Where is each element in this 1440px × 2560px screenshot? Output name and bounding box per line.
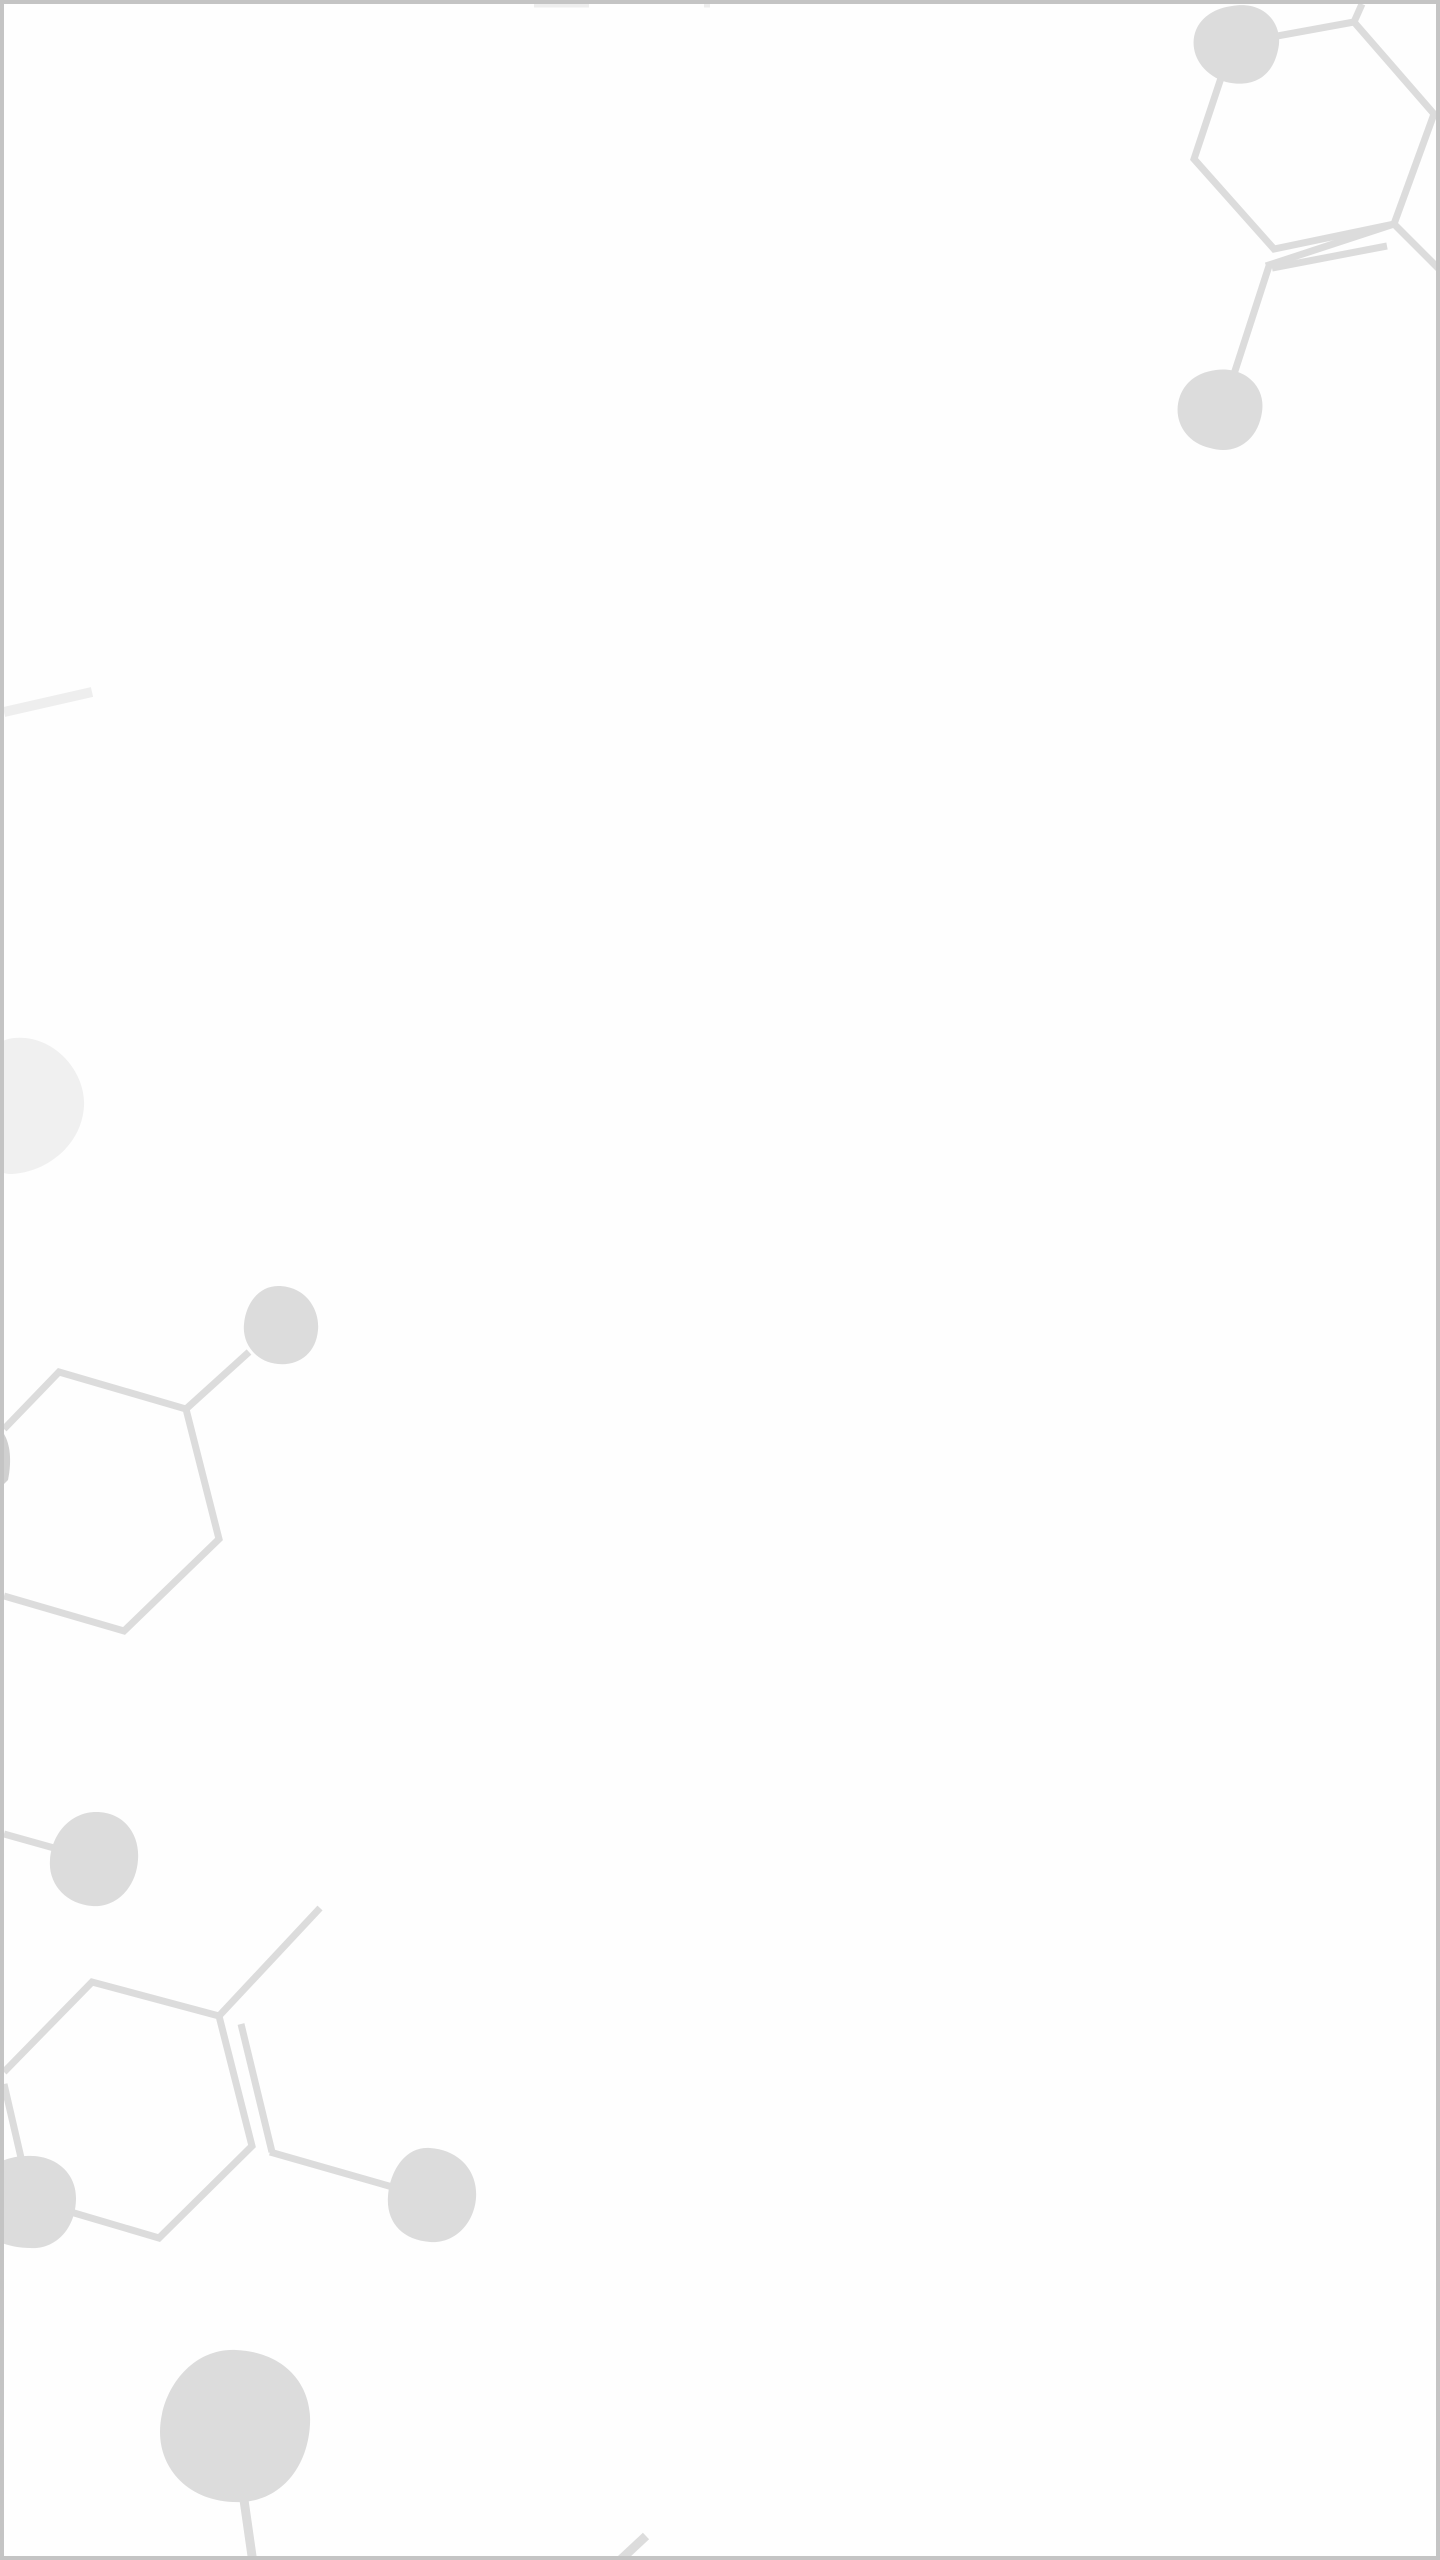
bond-ring-lower-left xyxy=(4,1978,256,2242)
bond-bottom-right-edge xyxy=(617,2532,650,2556)
molecule-middle-left xyxy=(4,1349,252,1635)
bond-ring-to-atom-middle xyxy=(183,1349,252,1412)
atom-lower-left-edge xyxy=(4,2155,76,2249)
atom-middle-left-edge xyxy=(4,1434,11,1484)
bond-left-edge-down xyxy=(4,2083,26,2163)
molecule-bottom xyxy=(239,2499,650,2556)
bond-up-right xyxy=(216,1905,323,2019)
atom-top-right-lower xyxy=(1177,369,1263,451)
atom-middle-left xyxy=(243,1286,319,1365)
faint-atom-left xyxy=(4,1037,85,1174)
atom-top-right-upper xyxy=(1193,5,1280,84)
bond-double-inner xyxy=(237,2023,276,2153)
bond-ring-middle-left xyxy=(4,1368,223,1635)
bond-bottom-down xyxy=(239,2499,257,2556)
bond-to-right-atom xyxy=(269,2148,397,2192)
atom-bottom-large xyxy=(160,2349,311,2503)
faint-bond-left-upper xyxy=(4,687,94,717)
molecule-lower-left xyxy=(4,1830,397,2242)
atom-lower-left-top xyxy=(49,1812,139,1907)
atom-lower-left-right xyxy=(387,2147,477,2243)
molecule-top-right xyxy=(1190,4,1436,376)
bond-ring-top-right xyxy=(1190,19,1436,253)
bond-double-a xyxy=(1264,220,1396,270)
bond-right-edge xyxy=(1391,221,1436,271)
bond-top-edge xyxy=(1350,4,1366,24)
bond-down-to-atom xyxy=(1230,264,1273,376)
molecule-background-illustration xyxy=(4,4,1436,2556)
bond-double-b xyxy=(1271,242,1388,272)
bond-left-edge-to-atom xyxy=(4,1830,55,1852)
